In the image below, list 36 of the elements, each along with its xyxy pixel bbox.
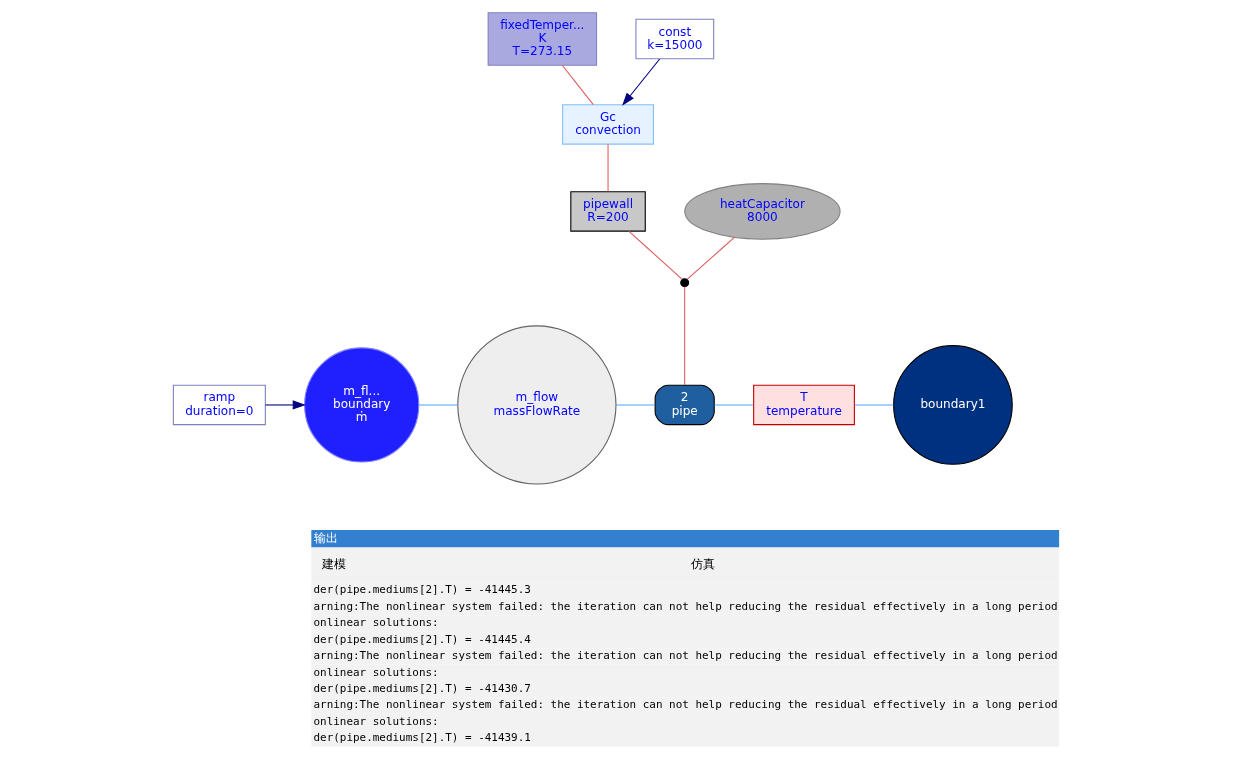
node-circle: boundary1	[892, 345, 1013, 465]
label: der(pipe.mediums[2].T) = -41445.3	[313, 583, 531, 597]
connector	[607, 143, 609, 193]
label: 仿真	[690, 557, 715, 572]
label: arning:The nonlinear system failed: the iteration can not help reducing the residual effectively in a long period	[313, 698, 1058, 712]
label: onlinear solutions:	[313, 616, 439, 630]
node-circle	[679, 278, 689, 288]
label: arning:The nonlinear system failed: the iteration can not help reducing the residual effectively in a long period	[313, 599, 1058, 613]
connector	[561, 64, 594, 106]
node-box: T temperature	[752, 384, 855, 426]
node-box: Gc convection	[561, 104, 654, 145]
node-box: pipewall R=200	[569, 191, 646, 232]
node-ellipse: heatCapacitor 8000	[683, 183, 841, 240]
connector	[853, 404, 894, 406]
label: 建模	[321, 557, 346, 572]
label: der(pipe.mediums[2].T) = -41430.7	[313, 681, 531, 695]
node-box: fixedTemper... K T=273.15	[487, 12, 597, 66]
label: arning:The nonlinear system failed: the iteration can not help reducing the residual effectively in a long period	[313, 649, 1058, 663]
arrow	[621, 58, 660, 106]
connector	[627, 230, 683, 280]
connector	[418, 404, 458, 406]
connector	[614, 404, 655, 406]
label: der(pipe.mediums[2].T) = -41439.1	[313, 731, 531, 745]
node-circle: m_fl... boundary ṁ	[303, 347, 419, 463]
node-box: const k=15000	[634, 18, 714, 60]
label: onlinear solutions:	[313, 665, 439, 679]
label: 输出	[313, 530, 338, 545]
connector	[686, 236, 735, 280]
label: onlinear solutions:	[313, 714, 439, 728]
connector	[683, 286, 685, 386]
node-circle: m_flow massFlowRate	[456, 325, 617, 485]
node-box: 2 pipe	[654, 384, 715, 426]
label: der(pipe.mediums[2].T) = -41445.4	[313, 632, 531, 646]
node-box: ramp duration=0	[172, 384, 266, 426]
arrow	[264, 400, 306, 410]
connector	[713, 404, 754, 406]
